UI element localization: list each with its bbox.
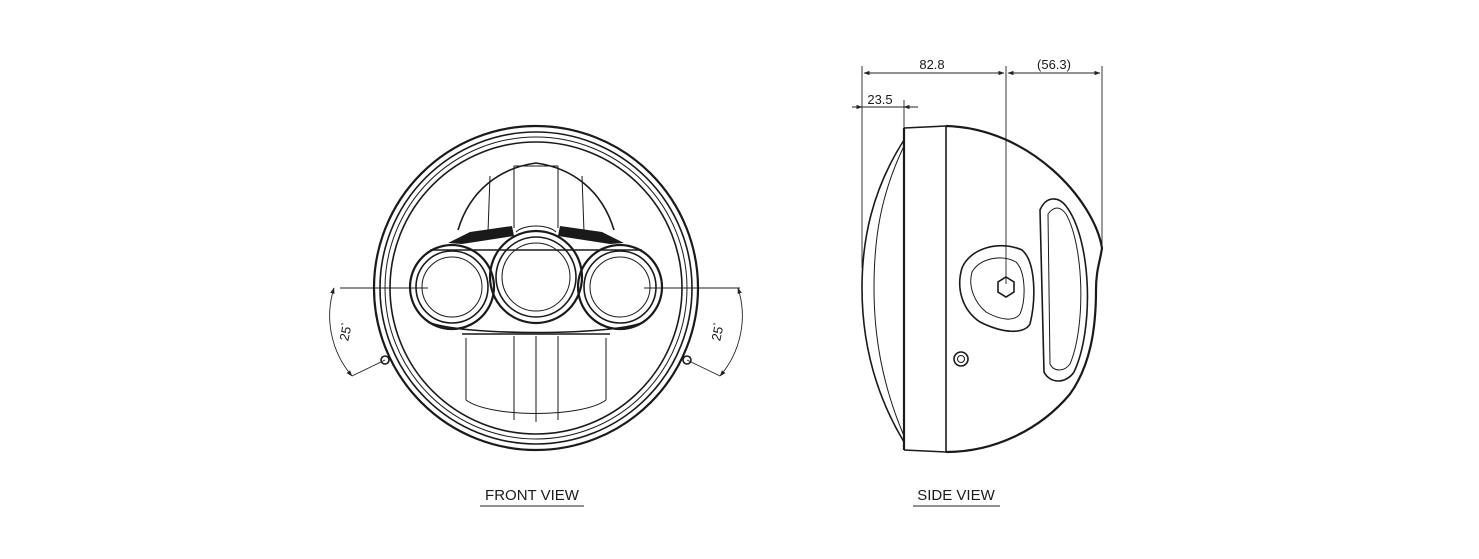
- dim-label-rear: (56.3): [1037, 57, 1071, 72]
- dim-label-overall: 82.8: [919, 57, 944, 72]
- mount-boss-outer: [958, 244, 1035, 333]
- angle-label-left: 25°: [336, 322, 354, 342]
- lamp-center: [488, 225, 584, 325]
- mount-boss-inner: [970, 257, 1025, 320]
- lamp-left: [408, 243, 496, 331]
- angle-leader-left: [351, 359, 386, 377]
- lower-fins: [462, 333, 610, 422]
- angle-leader-right: [686, 359, 721, 377]
- side-view: 82.8 (56.3) 23.5 SIDE VIEW: [852, 57, 1104, 507]
- front-view: 25° 25° FRONT VIEW: [329, 124, 743, 507]
- bucket-shell: [945, 124, 1104, 454]
- vent-slot-outer: [1039, 198, 1089, 382]
- angle-arc-left: [329, 287, 353, 377]
- angle-label-right: 25°: [708, 322, 726, 342]
- lens-dome: [861, 139, 905, 443]
- mount-bolt-right: [682, 355, 692, 365]
- mount-bolt-left: [380, 355, 390, 365]
- upper-shade-right: [558, 226, 624, 244]
- lamp-housing: [427, 249, 645, 334]
- angle-arc-right: [719, 287, 743, 377]
- upper-reflector-outline: [457, 162, 615, 231]
- vent-slot-inner: [1047, 207, 1082, 371]
- bezel-outline: [903, 125, 947, 453]
- dim-label-front: 23.5: [867, 92, 892, 107]
- side-view-caption: SIDE VIEW: [917, 487, 995, 504]
- lamp-right: [576, 243, 664, 331]
- mount-hex-nut: [997, 276, 1015, 298]
- upper-fins: [487, 165, 585, 233]
- lens-dome-inner: [873, 145, 905, 437]
- upper-shade-left: [448, 226, 514, 244]
- side-screw-head: [957, 355, 965, 363]
- front-view-caption: FRONT VIEW: [485, 487, 580, 504]
- side-screw: [953, 351, 969, 367]
